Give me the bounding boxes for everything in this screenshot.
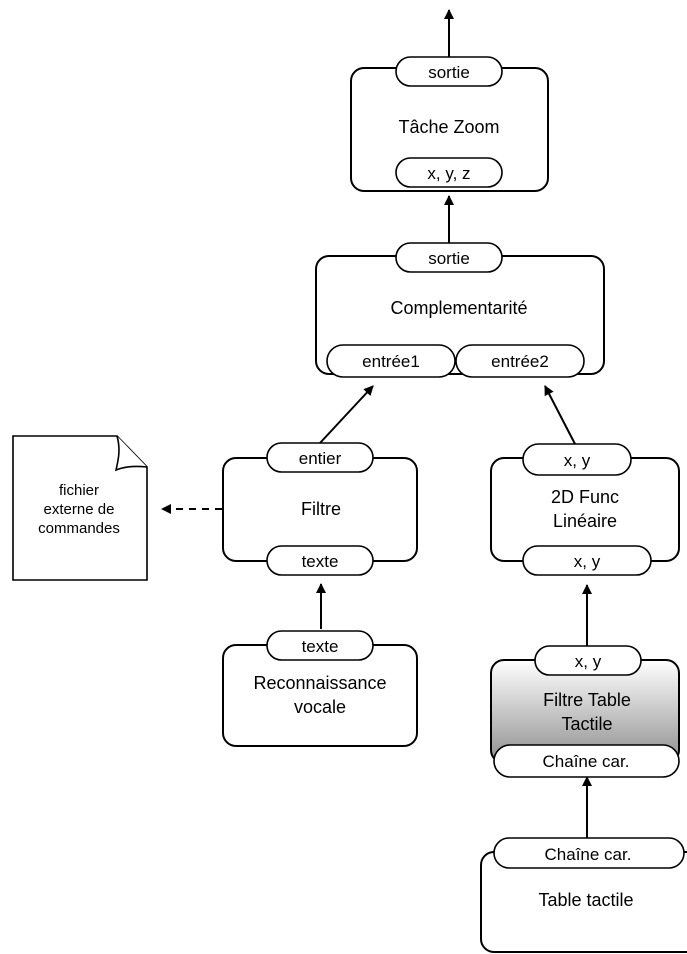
node-label: Filtre xyxy=(301,499,341,519)
port-chaine-car xyxy=(493,744,680,778)
port-entree1 xyxy=(326,344,456,378)
port-sortie xyxy=(395,56,503,87)
file-label-line1: fichier xyxy=(59,482,99,499)
port-label: x, y xyxy=(574,552,601,571)
port-label: Chaîne car. xyxy=(543,752,630,771)
port-label: x, y, z xyxy=(427,164,470,183)
document-icon: fichier externe de commandes xyxy=(12,435,148,581)
file-label-line3: commandes xyxy=(38,520,120,537)
port-label: entier xyxy=(299,449,342,468)
port-label: texte xyxy=(302,552,339,571)
port-label: entrée1 xyxy=(362,352,420,371)
port-xy-bottom xyxy=(522,545,652,576)
port-sortie xyxy=(395,242,503,273)
port-chaine-car xyxy=(493,837,685,869)
node-2d-func-lineaire: x, y 2D Func Linéaire x, y xyxy=(490,443,680,576)
port-label: texte xyxy=(302,637,339,656)
node-label-line2: Linéaire xyxy=(553,511,617,531)
document-fold xyxy=(114,435,148,472)
node-complementarite: sortie Complementarité entrée1 entrée2 xyxy=(315,242,605,378)
node-label: Tâche Zoom xyxy=(398,117,499,137)
port-entier xyxy=(266,442,374,473)
node-label-line2: Tactile xyxy=(561,714,612,734)
port-label: x, y xyxy=(575,652,602,671)
node-tache-zoom: sortie Tâche Zoom x, y, z xyxy=(350,56,549,192)
document-shape xyxy=(12,435,148,581)
node-label-line1: Reconnaissance xyxy=(253,673,386,693)
port-label: sortie xyxy=(428,63,470,82)
port-label: entrée2 xyxy=(491,352,549,371)
port-xy xyxy=(534,645,642,676)
port-label: Chaîne car. xyxy=(545,845,632,864)
port-xy-top xyxy=(522,443,632,476)
node-reconnaissance-vocale: texte Reconnaissance vocale xyxy=(222,630,418,747)
port-texte xyxy=(266,630,374,661)
file-label-line2: externe de xyxy=(44,501,115,518)
port-entree2 xyxy=(455,344,585,378)
port-label: sortie xyxy=(428,249,470,268)
node-label-line2: vocale xyxy=(294,697,346,717)
node-filtre-table-tactile: x, y Filtre Table Tactile Chaîne car. xyxy=(490,645,680,778)
node-label: Table tactile xyxy=(538,890,633,910)
node-table-tactile: Chaîne car. Table tactile xyxy=(480,837,687,953)
port-xyz xyxy=(395,157,503,188)
port-texte xyxy=(266,545,374,576)
edge-filtre-to-entree1 xyxy=(319,385,374,444)
port-label: x, y xyxy=(564,451,591,470)
edge-func2d-to-entree2 xyxy=(544,385,576,445)
node-filtre: entier Filtre texte xyxy=(222,442,418,576)
node-label: Complementarité xyxy=(390,298,527,318)
node-label-line1: Filtre Table xyxy=(543,690,631,710)
node-label-line1: 2D Func xyxy=(551,487,619,507)
